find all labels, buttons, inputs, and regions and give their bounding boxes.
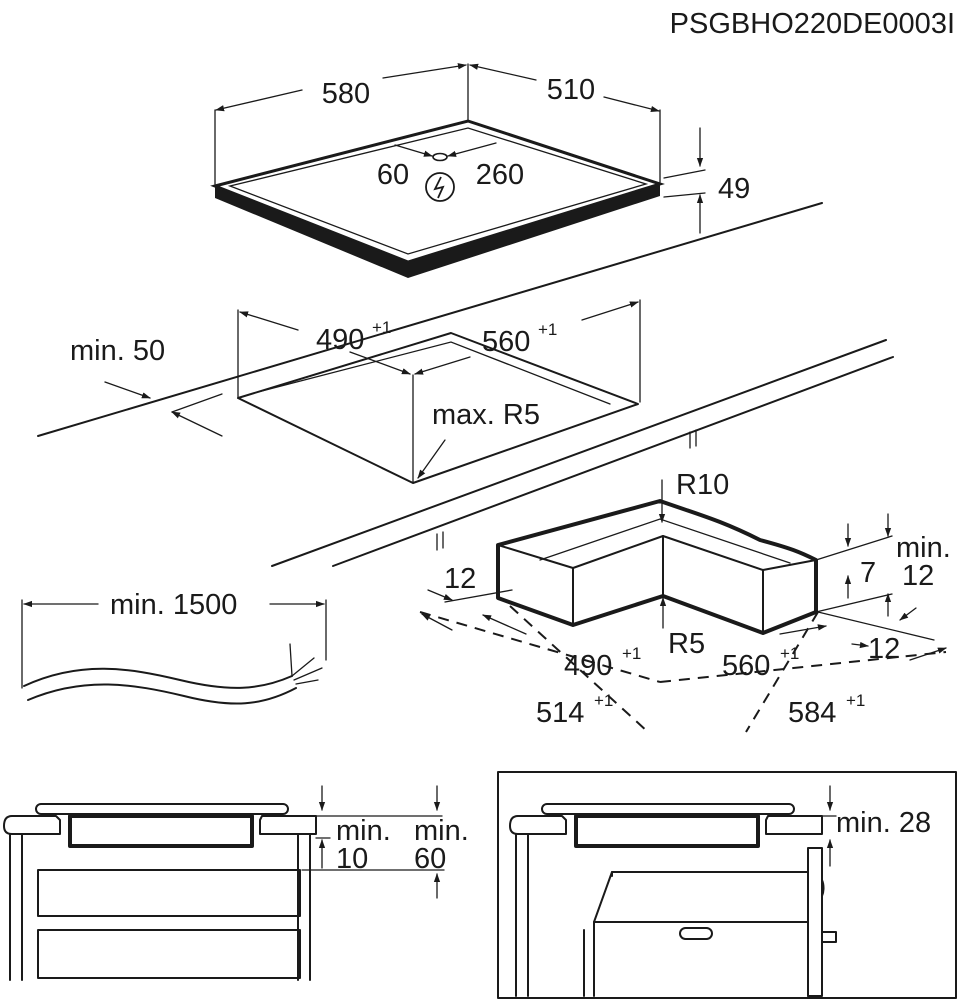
cutout-depth-tolerance: +1 (538, 320, 557, 339)
frame-edge-right-label: 12 (902, 560, 934, 592)
cutout-width-label: 490 (316, 324, 364, 356)
cable-drawing (21, 599, 327, 705)
worktop-cutout-drawing (37, 202, 894, 567)
install-a-min-label-1: min. (336, 815, 391, 847)
frame-outer-depth-tolerance: +1 (846, 691, 865, 710)
frame-depth-tolerance: +1 (780, 644, 799, 663)
frame-outer-depth-label: 584 (788, 697, 836, 729)
frame-outer-width-tolerance: +1 (594, 691, 613, 710)
install-a-gap-2: 60 (414, 843, 446, 875)
hob-height-label: 49 (718, 173, 750, 205)
hob-depth-label: 510 (547, 74, 595, 106)
install-a-gap-1: 10 (336, 843, 368, 875)
cutout-radius-label: max. R5 (432, 399, 540, 431)
frame-width-tolerance: +1 (622, 644, 641, 663)
document-code: PSGBHO220DE0003I (670, 8, 955, 40)
hob-drawing (210, 63, 706, 278)
frame-depth-label: 560 (722, 650, 770, 682)
electrical-connection-icon (425, 172, 455, 202)
installation-oven-drawing (497, 771, 957, 999)
frame-r10-label: R10 (676, 469, 729, 501)
frame-depth-7-label: 7 (860, 557, 876, 589)
frame-min-label: min. (896, 532, 951, 564)
hob-width-label: 580 (322, 78, 370, 110)
frame-edge-left-label: 12 (444, 563, 476, 595)
install-a-min-label-2: min. (414, 815, 469, 847)
frame-trim-drawing (419, 429, 947, 733)
installation-drawers-drawing (3, 785, 445, 981)
frame-width-label: 490 (564, 650, 612, 682)
frame-outer-width-label: 514 (536, 697, 584, 729)
cutout-depth-label: 560 (482, 326, 530, 358)
cable-right-label: 260 (476, 159, 524, 191)
cable-length-label: min. 1500 (110, 589, 237, 621)
frame-r5-label: R5 (668, 628, 705, 660)
cutout-width-tolerance: +1 (372, 318, 391, 337)
frame-edge-bottom-label: 12 (868, 633, 900, 665)
cable-left-label: 60 (377, 159, 409, 191)
min-50-label: min. 50 (70, 335, 165, 367)
install-b-gap-label: min. 28 (836, 807, 931, 839)
